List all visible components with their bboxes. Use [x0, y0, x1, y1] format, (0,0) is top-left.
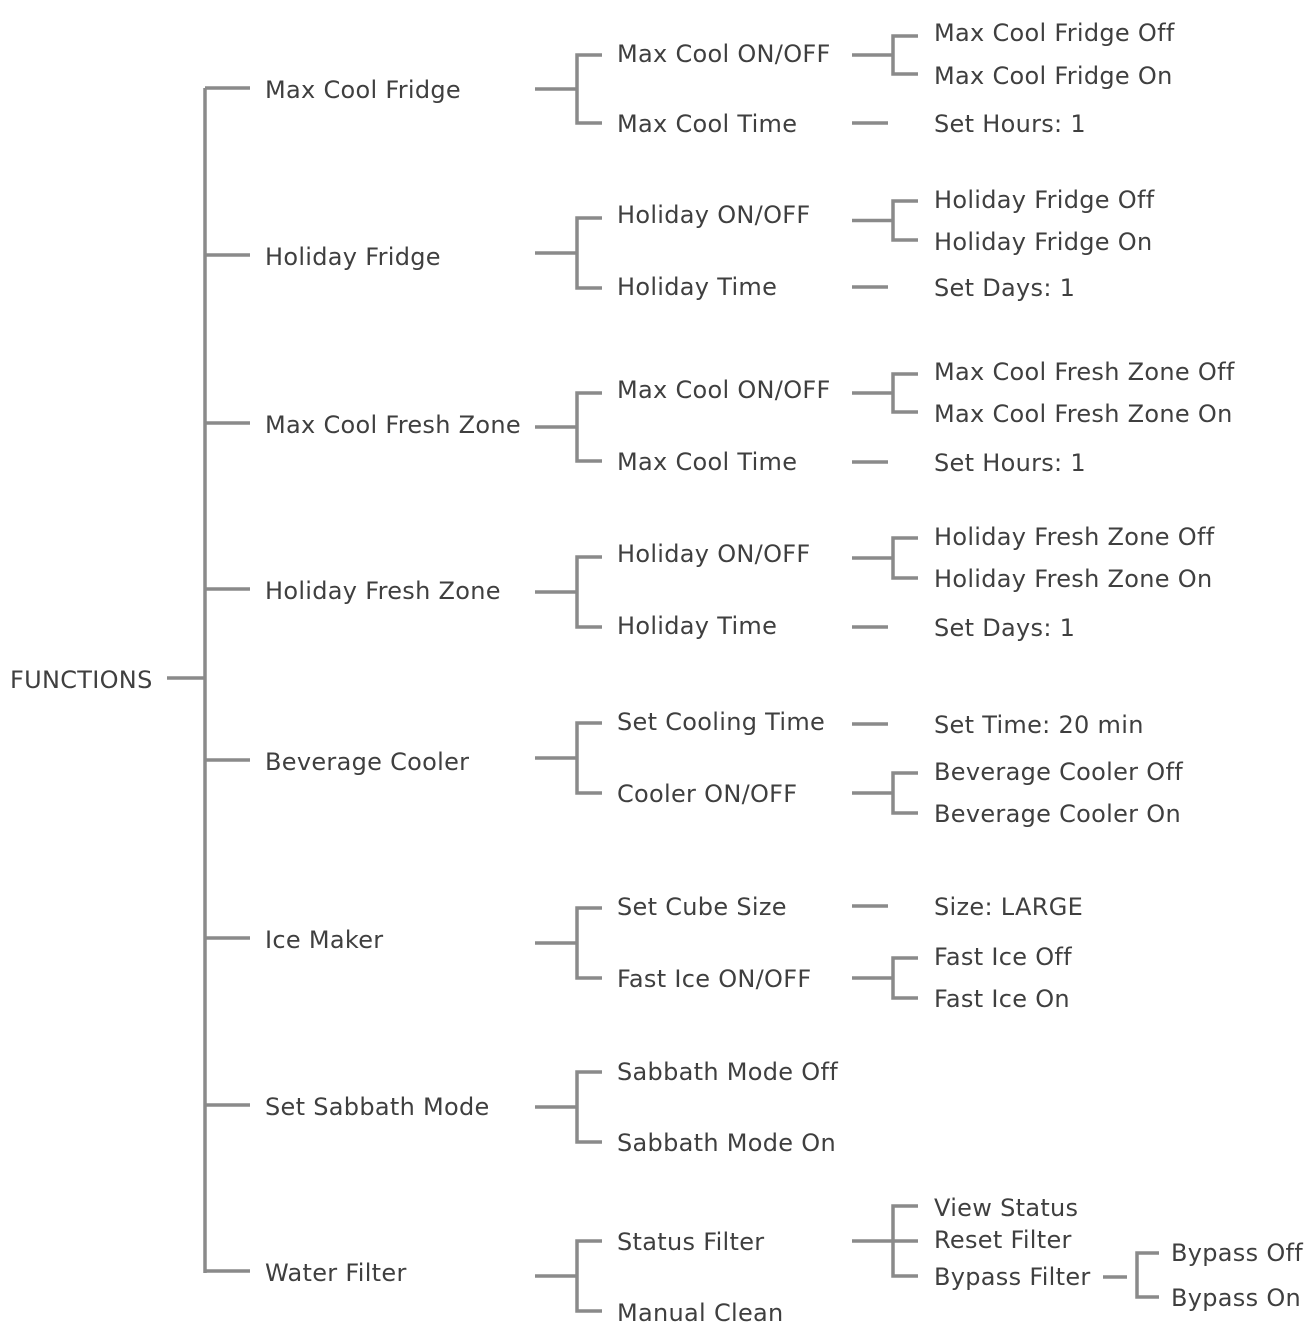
option-label-2-0: Max Cool ON/OFF	[617, 376, 831, 404]
value-label-4-1-1: Beverage Cooler On	[934, 800, 1181, 828]
option-bracket-4	[575, 721, 602, 795]
value-label-1-0-1: Holiday Fridge On	[934, 228, 1153, 256]
value-label-0-0-0: Max Cool Fridge Off	[934, 19, 1175, 47]
function-label-7: Water Filter	[265, 1259, 407, 1287]
option-label-1-0: Holiday ON/OFF	[617, 201, 811, 229]
value-bracket-4-1	[891, 771, 918, 815]
value-label-1-0-0: Holiday Fridge Off	[934, 186, 1155, 214]
option-label-7-1: Manual Clean	[617, 1299, 784, 1327]
value-label-7-0-2: Bypass Filter	[934, 1263, 1091, 1291]
option-label-2-1: Max Cool Time	[617, 448, 798, 476]
bypass-off-label: Bypass Off	[1171, 1239, 1304, 1267]
value-label-3-0-1: Holiday Fresh Zone On	[934, 565, 1213, 593]
option-label-1-1: Holiday Time	[617, 273, 778, 301]
option-label-7-0: Status Filter	[617, 1228, 765, 1256]
function-label-4: Beverage Cooler	[265, 748, 470, 776]
value-bracket-3-0	[891, 536, 918, 580]
function-label-6: Set Sabbath Mode	[265, 1093, 490, 1121]
option-bracket-6	[575, 1070, 602, 1144]
value-label-2-0-1: Max Cool Fresh Zone On	[934, 400, 1233, 428]
value-label-0-0-1: Max Cool Fridge On	[934, 62, 1173, 90]
option-bracket-1	[575, 216, 602, 290]
option-label-3-0: Holiday ON/OFF	[617, 540, 811, 568]
value-label-7-0-1: Reset Filter	[934, 1226, 1072, 1254]
value-bracket-1-0	[891, 199, 918, 242]
option-label-4-0: Set Cooling Time	[617, 708, 826, 736]
value-label-3-1-0: Set Days: 1	[934, 614, 1076, 642]
value-label-0-1-0: Set Hours: 1	[934, 110, 1086, 138]
value-bracket-2-0	[891, 372, 918, 414]
function-label-3: Holiday Fresh Zone	[265, 577, 501, 605]
value-label-4-0-0: Set Time: 20 min	[934, 711, 1144, 739]
function-label-5: Ice Maker	[265, 926, 384, 954]
value-label-4-1-0: Beverage Cooler Off	[934, 758, 1183, 786]
value-label-5-1-1: Fast Ice On	[934, 985, 1070, 1013]
value-label-3-0-0: Holiday Fresh Zone Off	[934, 523, 1215, 551]
bypass-bracket	[1135, 1251, 1159, 1299]
option-label-4-1: Cooler ON/OFF	[617, 780, 798, 808]
option-label-3-1: Holiday Time	[617, 612, 778, 640]
function-label-0: Max Cool Fridge	[265, 76, 461, 104]
option-label-0-1: Max Cool Time	[617, 110, 798, 138]
option-bracket-0	[575, 53, 602, 125]
value-label-1-1-0: Set Days: 1	[934, 274, 1076, 302]
option-bracket-7	[575, 1239, 602, 1313]
function-label-1: Holiday Fridge	[265, 243, 441, 271]
value-label-2-1-0: Set Hours: 1	[934, 449, 1086, 477]
value-label-7-0-0: View Status	[934, 1194, 1079, 1222]
option-label-5-1: Fast Ice ON/OFF	[617, 965, 812, 993]
option-bracket-2	[575, 391, 602, 463]
bypass-on-label: Bypass On	[1171, 1284, 1302, 1312]
value-label-5-1-0: Fast Ice Off	[934, 943, 1072, 971]
option-label-6-1: Sabbath Mode On	[617, 1129, 836, 1157]
option-bracket-5	[575, 906, 602, 980]
option-label-6-0: Sabbath Mode Off	[617, 1058, 838, 1086]
option-label-5-0: Set Cube Size	[617, 893, 787, 921]
function-label-2: Max Cool Fresh Zone	[265, 411, 521, 439]
value-label-5-0-0: Size: LARGE	[934, 893, 1084, 921]
option-bracket-3	[575, 555, 602, 629]
root-label: FUNCTIONS	[10, 666, 153, 694]
value-label-2-0-0: Max Cool Fresh Zone Off	[934, 358, 1235, 386]
option-label-0-0: Max Cool ON/OFF	[617, 40, 831, 68]
value-bracket-0-0	[891, 34, 918, 76]
value-bracket-5-1	[891, 956, 918, 1000]
